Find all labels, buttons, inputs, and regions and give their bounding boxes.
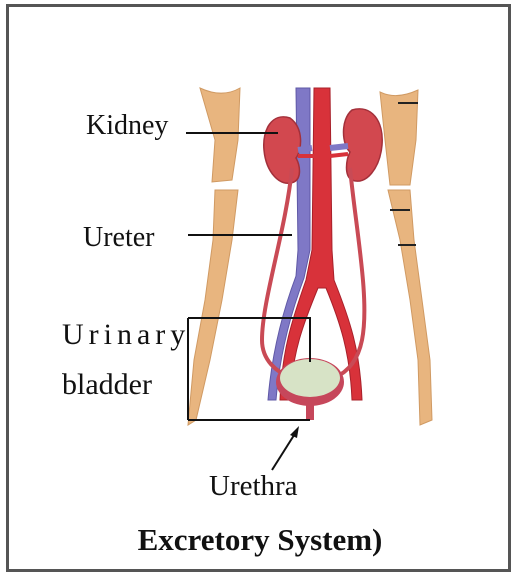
bladder-label: bladder — [62, 368, 152, 402]
right-bone — [380, 90, 432, 425]
urethra-label: Urethra — [209, 470, 298, 503]
diagram-caption: Excretory System) — [0, 522, 520, 558]
left-kidney — [264, 117, 301, 183]
urinary-label: Urinary — [62, 318, 190, 352]
urethra — [306, 404, 314, 420]
ureter-label: Ureter — [83, 222, 155, 254]
urethra-arrow — [272, 426, 299, 470]
left-bone — [188, 88, 240, 425]
urinary-bladder — [276, 358, 344, 406]
kidney-label: Kidney — [86, 110, 168, 142]
